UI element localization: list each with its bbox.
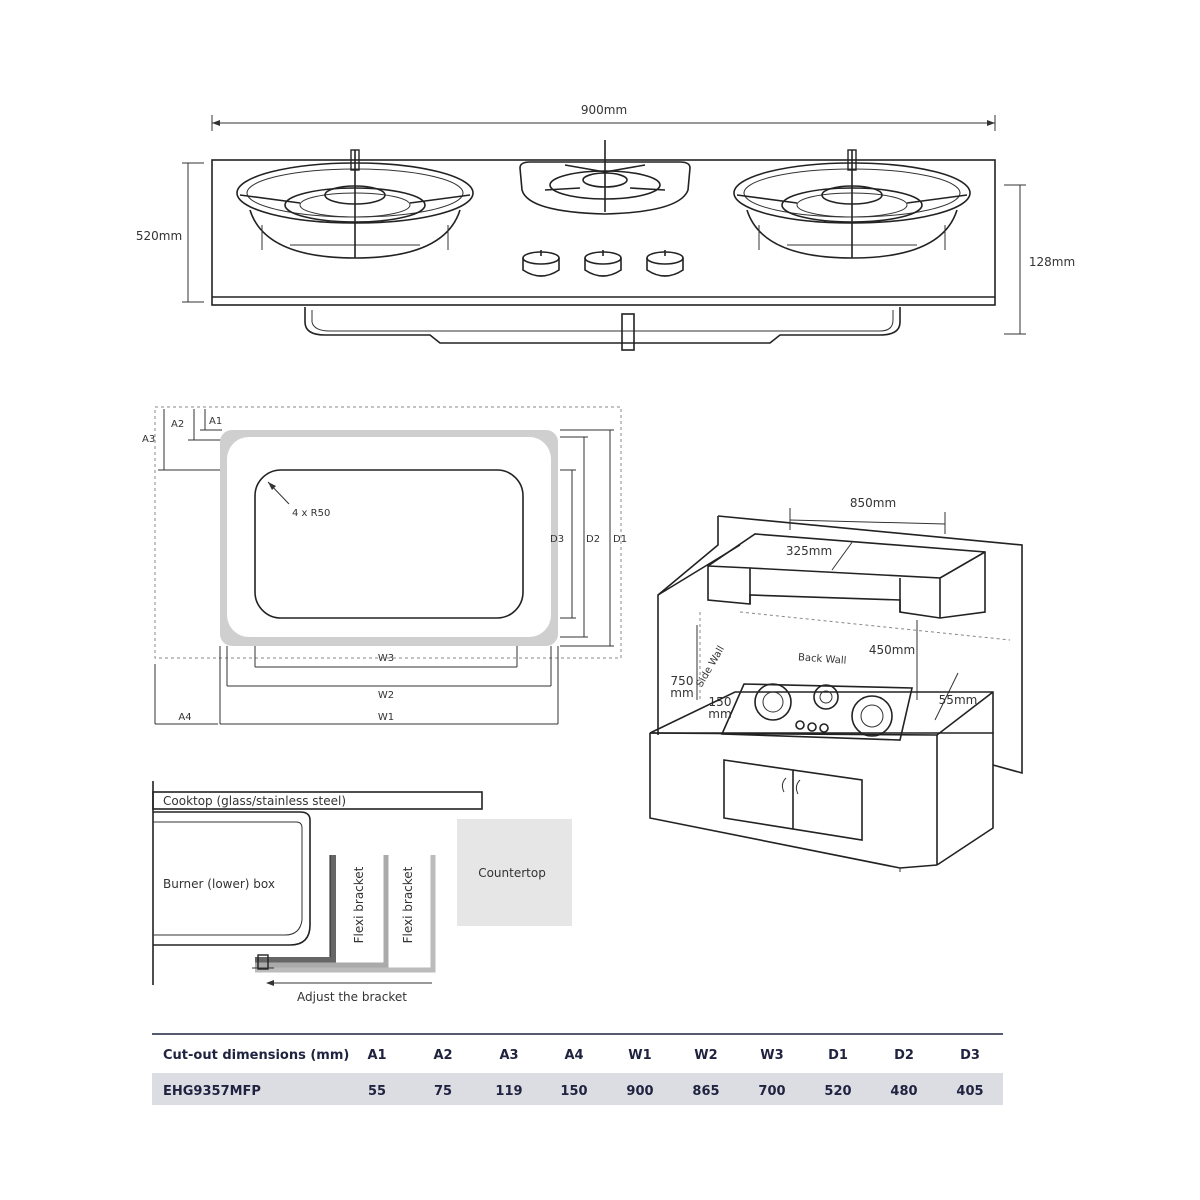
cutout-diagram: A1 A2 A3 4 x R50 D3 D2 D1 W3 — [142, 406, 627, 725]
depth-520-label: 520mm — [136, 229, 182, 243]
d1-label: D1 — [613, 534, 627, 545]
height-750-label: 750 — [671, 674, 694, 688]
table-row-cell-7: 700 — [758, 1084, 785, 1099]
left-burner-icon — [236, 149, 474, 259]
table-row-cell-5: 900 — [626, 1084, 653, 1099]
flexi-bracket-2-label: Flexi bracket — [401, 866, 415, 943]
w3-label: W3 — [378, 653, 394, 664]
center-burner-icon — [519, 140, 691, 215]
a4-label: A4 — [178, 712, 191, 723]
table-header-cell-1: A1 — [367, 1048, 386, 1063]
a2-label: A2 — [171, 419, 184, 430]
radius-label: 4 x R50 — [292, 508, 330, 519]
a3-label: A3 — [142, 434, 155, 445]
width-850-label: 850mm — [850, 496, 896, 510]
cutout-dimensions-table: Cut-out dimensions (mm) A1 A2 A3 A4 W1 W2 W3 D1 D… — [152, 1033, 1003, 1105]
d2-label: D2 — [586, 534, 600, 545]
table-header-cell-8: D1 — [828, 1048, 848, 1063]
table-row-cell-3: 119 — [495, 1084, 522, 1099]
width-900-label: 900mm — [581, 103, 627, 117]
a1-label: A1 — [209, 416, 222, 427]
back-wall-label: Back Wall — [798, 652, 847, 666]
flexi-bracket-1-label: Flexi bracket — [352, 866, 366, 943]
gap-150-unit: mm — [708, 707, 731, 721]
burner-box-label: Burner (lower) box — [163, 877, 275, 891]
table-header-cell-9: D2 — [894, 1048, 914, 1063]
table-row-cell-2: 75 — [434, 1084, 452, 1099]
w1-label: W1 — [378, 712, 394, 723]
table-header-cell-2: A2 — [433, 1048, 452, 1063]
table-row-cell-1: 55 — [368, 1084, 386, 1099]
table-row-cell-10: 405 — [956, 1084, 983, 1099]
knob-2-icon — [584, 250, 622, 277]
d3-label: D3 — [550, 534, 564, 545]
table-row-cell-9: 480 — [890, 1084, 917, 1099]
table-header-cell-7: W3 — [760, 1048, 783, 1063]
gap-55-label: 55mm — [939, 693, 978, 707]
table-header-cell-10: D3 — [960, 1048, 980, 1063]
table-header-cell-4: A4 — [564, 1048, 583, 1063]
countertop-label: Countertop — [478, 866, 546, 880]
side-wall-label: Side Wall — [695, 644, 727, 689]
knob-3-icon — [646, 250, 684, 277]
height-128-label: 128mm — [1029, 255, 1075, 269]
table-row-cell-4: 150 — [560, 1084, 587, 1099]
table-header-cell-0: Cut-out dimensions (mm) — [163, 1048, 349, 1063]
table-row-cell-0: EHG9357MFP — [163, 1084, 261, 1099]
knob-1-icon — [522, 250, 560, 277]
installation-3d-view: 850mm 325mm 450mm Back Wall Side Wall 75… — [649, 496, 1023, 872]
height-450-label: 450mm — [869, 643, 915, 657]
adjust-bracket-label: Adjust the bracket — [297, 990, 407, 1004]
w2-label: W2 — [378, 690, 394, 701]
table-header-cell-6: W2 — [694, 1048, 717, 1063]
table-row-cell-6: 865 — [692, 1084, 719, 1099]
table-header-cell-5: W1 — [628, 1048, 651, 1063]
right-burner-icon — [733, 149, 971, 259]
depth-325-label: 325mm — [786, 544, 832, 558]
cooktop-label: Cooktop (glass/stainless steel) — [163, 794, 346, 808]
cooktop-3d-icon — [720, 683, 914, 741]
cooktop-top-view: 900mm 520mm 128mm — [136, 103, 1075, 351]
table-header-cell-3: A3 — [499, 1048, 518, 1063]
table-row-cell-8: 520 — [824, 1084, 851, 1099]
section-view: Cooktop (glass/stainless steel) Burner (… — [152, 781, 572, 1004]
gap-150-label: 150 — [709, 695, 732, 709]
height-750-unit: mm — [670, 686, 693, 700]
